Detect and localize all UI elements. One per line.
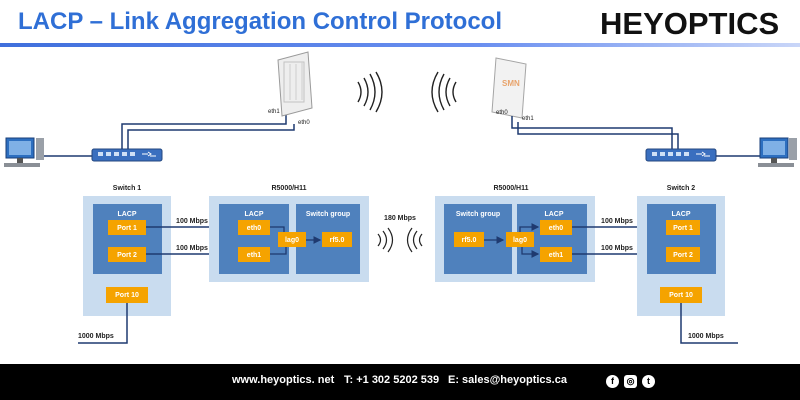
- twitter-icon[interactable]: t: [642, 375, 655, 388]
- footer-phone: T: +1 302 5202 539: [344, 374, 440, 386]
- switch2-port10: [660, 287, 702, 303]
- switch2-port2: [666, 247, 700, 262]
- switch1-uplink-line: [78, 303, 128, 344]
- footer-bar: www.heyoptics. net T: +1 302 5202 539 E:…: [0, 364, 800, 400]
- switch-left-device-icon: [91, 148, 163, 162]
- footer-website-link[interactable]: www.heyoptics. net: [232, 374, 335, 386]
- r5000-left-eth1-label: eth1: [247, 252, 262, 259]
- r5000-right-rf50-label: rf5.0: [462, 237, 477, 244]
- link-wireless-speed: 180 Mbps: [384, 215, 416, 222]
- antenna-right-logo-label: SMN: [502, 79, 520, 88]
- link-left-bottom-speed: 100 Mbps: [176, 245, 208, 252]
- r5000-right-lag0: [506, 232, 534, 247]
- r5000-right-lag0-label: lag0: [513, 237, 527, 244]
- antenna-left-eth1-label: eth1: [268, 109, 280, 115]
- r5000-right-title: R5000/H11: [493, 185, 528, 192]
- switch1-port10: [106, 287, 148, 303]
- switch2-lacp-group: [647, 204, 716, 274]
- antenna-right-icon: [491, 57, 527, 119]
- switch1-lacp-group: [93, 204, 162, 274]
- switch2-port1: [666, 220, 700, 235]
- r5000-right-eth0: [540, 220, 572, 235]
- switch1-port2-label: Port 2: [117, 252, 137, 259]
- computer-right-icon: [758, 137, 797, 167]
- switch2-port10-label: Port 10: [669, 292, 693, 299]
- facebook-icon[interactable]: f: [606, 375, 619, 388]
- switch1-uplink-label: 1000 Mbps: [78, 333, 114, 340]
- r5000-left-title: R5000/H11: [271, 185, 306, 192]
- switch1-port1: [108, 220, 146, 235]
- switch1-lacp-label: LACP: [117, 211, 136, 218]
- switch1-port2: [108, 247, 146, 262]
- link-antenna-switch-eth1: [517, 122, 679, 149]
- title-underline: [0, 43, 800, 47]
- r5000-left-eth1: [238, 247, 270, 262]
- r5000-right-lacp-label: LACP: [544, 211, 563, 218]
- r5000-left-rf50: [322, 232, 352, 247]
- antenna-left-icon: [277, 51, 313, 117]
- link-switch-antenna-eth0: [127, 124, 295, 149]
- r5000-right-switch-group-label: Switch group: [456, 211, 500, 218]
- switch1-title: Switch 1: [113, 185, 142, 192]
- link-left-top-speed: 100 Mbps: [176, 218, 208, 225]
- antenna-left-eth0-label: eth0: [298, 120, 310, 126]
- r5000-right-eth1: [540, 247, 572, 262]
- r5000-left-lacp-group: [219, 204, 289, 274]
- switch2-uplink-label: 1000 Mbps: [688, 333, 724, 340]
- r5000-left-eth1-lag-line: [270, 247, 287, 255]
- switch1-port10-label: Port 10: [115, 292, 139, 299]
- instagram-icon[interactable]: ◎: [624, 375, 637, 388]
- antenna-right-eth0-label: eth0: [496, 110, 508, 116]
- link-switch-antenna-eth1: [121, 113, 287, 149]
- r5000-right-lag-eth1-line: [521, 247, 540, 258]
- r5000-left-eth0: [238, 220, 270, 235]
- link-right-bottom-speed: 100 Mbps: [601, 245, 633, 252]
- r5000-left-switch-group-label: Switch group: [306, 211, 350, 218]
- r5000-right-eth1-label: eth1: [549, 252, 564, 259]
- page-title: LACP – Link Aggregation Control Protocol: [18, 8, 503, 35]
- r5000-right-eth0-label: eth0: [549, 225, 564, 232]
- brand-logo: HEYOPTICS: [600, 6, 780, 41]
- antenna-right-eth1-label: eth1: [522, 116, 534, 122]
- link-right-top-speed: 100 Mbps: [601, 218, 633, 225]
- switch2-port1-label: Port 1: [673, 225, 693, 232]
- computer-left-icon: [4, 137, 44, 167]
- footer-email-link[interactable]: E: sales@heyoptics.ca: [448, 374, 567, 386]
- r5000-right-lag-eth0-line: [519, 223, 540, 232]
- r5000-left-lacp-label: LACP: [244, 211, 263, 218]
- r5000-left-lag0: [278, 232, 306, 247]
- wireless-signal-middle-icon: [377, 227, 423, 253]
- r5000-left-lag0-label: lag0: [285, 237, 299, 244]
- switch1-port1-label: Port 1: [117, 225, 137, 232]
- switch2-port2-label: Port 2: [673, 252, 693, 259]
- switch2-lacp-label: LACP: [671, 211, 690, 218]
- r5000-left-rf50-label: rf5.0: [330, 237, 345, 244]
- r5000-left-eth0-label: eth0: [247, 225, 262, 232]
- r5000-left-eth0-lag-line: [270, 226, 285, 232]
- r5000-right-rf50: [454, 232, 484, 247]
- wireless-signal-top-icon: [357, 71, 457, 113]
- switch2-uplink-line: [680, 303, 738, 344]
- link-antenna-switch-eth0: [511, 116, 673, 149]
- switch-right-device-icon: [645, 148, 717, 162]
- switch2-title: Switch 2: [667, 185, 696, 192]
